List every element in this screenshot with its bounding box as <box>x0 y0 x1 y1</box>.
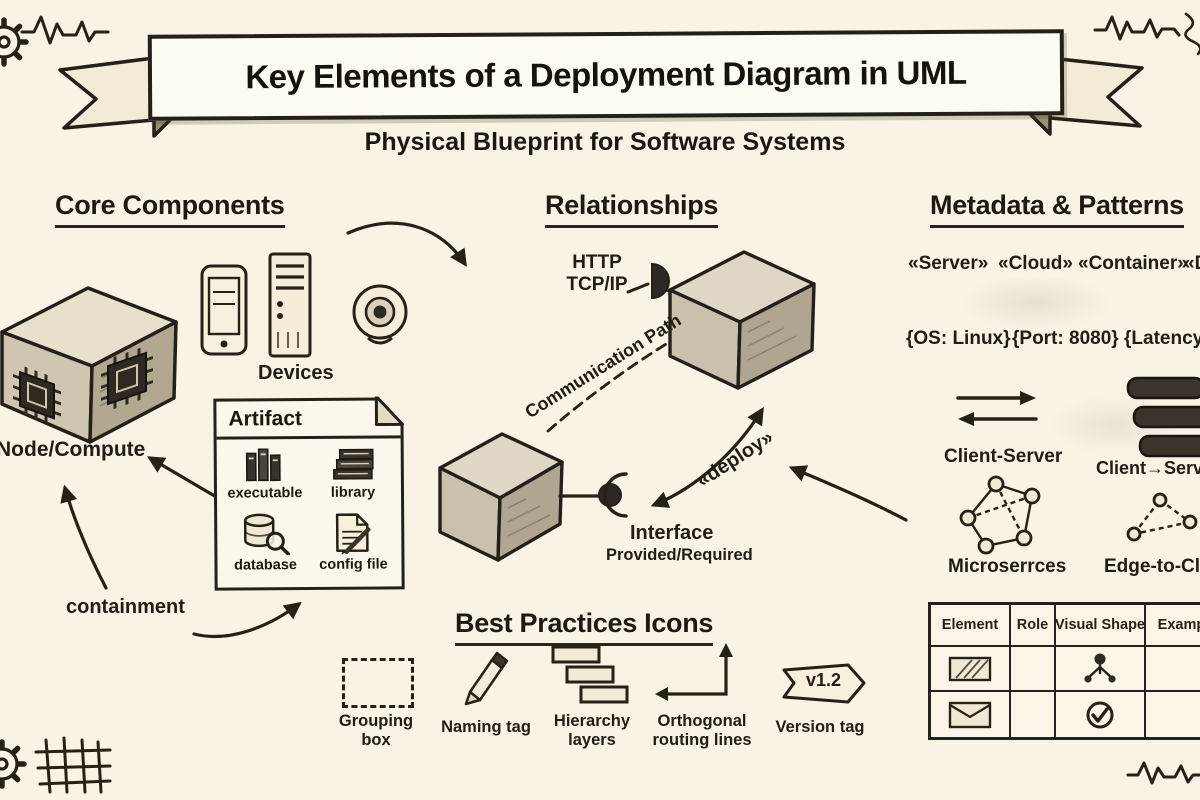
arrow-containment-to-artifact <box>192 601 302 639</box>
tagged-value-os: {OS: Linux} <box>906 328 1011 349</box>
protocol-label: HTTP TCP/IP <box>566 252 628 295</box>
gear-icon-top-left <box>0 17 29 67</box>
stereotype-device: «Device» <box>1184 253 1200 274</box>
orthogonal-routing-label: Orthogonal routing lines <box>652 712 752 749</box>
relationship-node-cube-lower <box>438 432 564 562</box>
server-tower-icon <box>268 252 312 358</box>
webcam-icon <box>352 284 408 345</box>
artifact-item-label: executable <box>227 485 303 502</box>
devices-label: Devices <box>258 362 334 384</box>
client-to-server-label: Client→Server <box>1096 458 1200 478</box>
node-compute-label: Node/Compute <box>0 438 146 461</box>
microservices-graph-icon <box>959 475 1041 555</box>
table-header-example: Example <box>1146 605 1200 647</box>
core-components-heading: Core Components <box>55 190 285 228</box>
cpu-chip-icon <box>101 347 153 410</box>
config-file-pencil-icon <box>335 513 371 555</box>
table-header-role: Role <box>1011 605 1056 647</box>
books-icon <box>245 448 281 482</box>
orthogonal-routing-icon <box>655 643 733 701</box>
database-magnifier-icon <box>243 513 291 556</box>
stereotype-cloud: «Cloud» <box>998 253 1073 274</box>
table-cell <box>1056 647 1146 692</box>
table-cell <box>931 647 1011 692</box>
table-cell <box>1146 647 1200 692</box>
ecg-squiggle-top-right-icon <box>1093 15 1181 41</box>
cpu-chip-icon <box>13 366 61 424</box>
hierarchy-layers-icon <box>551 645 629 704</box>
version-tag-icon <box>782 663 866 704</box>
ecg-squiggle-top-left-icon <box>20 15 110 45</box>
artifact-item-label: library <box>330 484 376 501</box>
arrow-artifact-to-node <box>147 456 220 500</box>
hierarchy-layers-label: Hierarchy layers <box>553 712 631 749</box>
grouping-box-icon <box>342 658 414 708</box>
client-server-arrows-icon <box>956 391 1038 426</box>
artifact-item-config-file: config file <box>309 510 397 573</box>
tagged-value-latency: {Latency < <box>1124 328 1200 349</box>
patterns-table: Element Role Visual Shape Example <box>928 602 1200 740</box>
artifact-item-database: database <box>221 511 309 574</box>
paper-smudge <box>960 275 1110 330</box>
arrow-core-to-relationships <box>346 221 467 267</box>
table-cell <box>1056 692 1146 737</box>
hash-grid-doodle-icon <box>34 736 112 794</box>
table-header-element: Element <box>931 605 1011 647</box>
table-cell <box>1146 692 1200 737</box>
table-header-row: Element Role Visual Shape Example <box>931 605 1200 647</box>
grouping-box-label: Grouping box <box>338 712 414 749</box>
envelope-artifact-icon <box>948 701 992 728</box>
tagged-value-port: {Port: 8080} <box>1012 328 1119 349</box>
table-header-visual-shape: Visual Shape <box>1056 605 1146 647</box>
edge-cloud-graph-icon <box>1126 492 1198 542</box>
book-stack-icon <box>333 448 374 480</box>
folded-corner-icon <box>374 396 405 427</box>
deploy-stereotype-label: «deploy» <box>692 426 778 492</box>
table-row <box>931 692 1200 737</box>
table-cell <box>1011 647 1056 692</box>
artifact-box: Artifact executable <box>213 396 405 591</box>
edge-to-cloud-label: Edge-to-Cloud <box>1104 556 1200 577</box>
containment-label: containment <box>66 596 185 618</box>
metadata-patterns-heading: Metadata & Patterns <box>930 190 1184 228</box>
naming-tag-label: Naming tag <box>441 718 531 736</box>
scribble-top-right-icon <box>1184 12 1200 56</box>
title-banner: Key Elements of a Deployment Diagram in … <box>147 29 1065 121</box>
stereotype-container: «Container» <box>1078 253 1188 274</box>
artifact-item-library: library <box>309 444 397 507</box>
ecg-squiggle-bottom-right-icon <box>1126 761 1200 785</box>
table-cell <box>931 692 1011 737</box>
tier-stack-icon <box>1126 376 1200 458</box>
microservices-label: Microserrces <box>948 556 1067 577</box>
relationships-heading: Relationships <box>545 190 718 228</box>
best-practices-heading: Best Practices Icons <box>455 608 713 646</box>
arrow-containment-to-node <box>60 484 108 590</box>
page-subtitle: Physical Blueprint for Software Systems <box>364 128 846 156</box>
pencil-icon <box>464 651 509 706</box>
smartphone-icon <box>200 264 248 356</box>
interface-sublabel: Provided/Required <box>606 546 753 564</box>
page-title: Key Elements of a Deployment Diagram in … <box>245 53 967 96</box>
artifact-item-executable: executable <box>221 445 309 508</box>
gear-icon-bottom-left <box>0 739 27 789</box>
artifact-item-label: config file <box>319 556 388 573</box>
table-cell <box>1011 692 1056 737</box>
table-row <box>931 647 1200 692</box>
interface-label: Interface <box>630 522 714 544</box>
version-tag-label: Version tag <box>775 718 865 736</box>
client-server-label: Client-Server <box>944 446 1063 467</box>
ball-and-socket-interface-icon <box>558 472 628 518</box>
artifact-item-label: database <box>234 557 297 574</box>
check-circle-icon <box>1086 701 1114 728</box>
stereotype-server: «Server» <box>908 253 989 274</box>
arrow-right-to-deploy <box>788 465 908 522</box>
hatched-node-icon <box>948 656 992 681</box>
person-node-icon <box>1084 653 1116 683</box>
node-compute-cube <box>0 286 178 444</box>
version-badge: v1.2 <box>806 670 842 690</box>
